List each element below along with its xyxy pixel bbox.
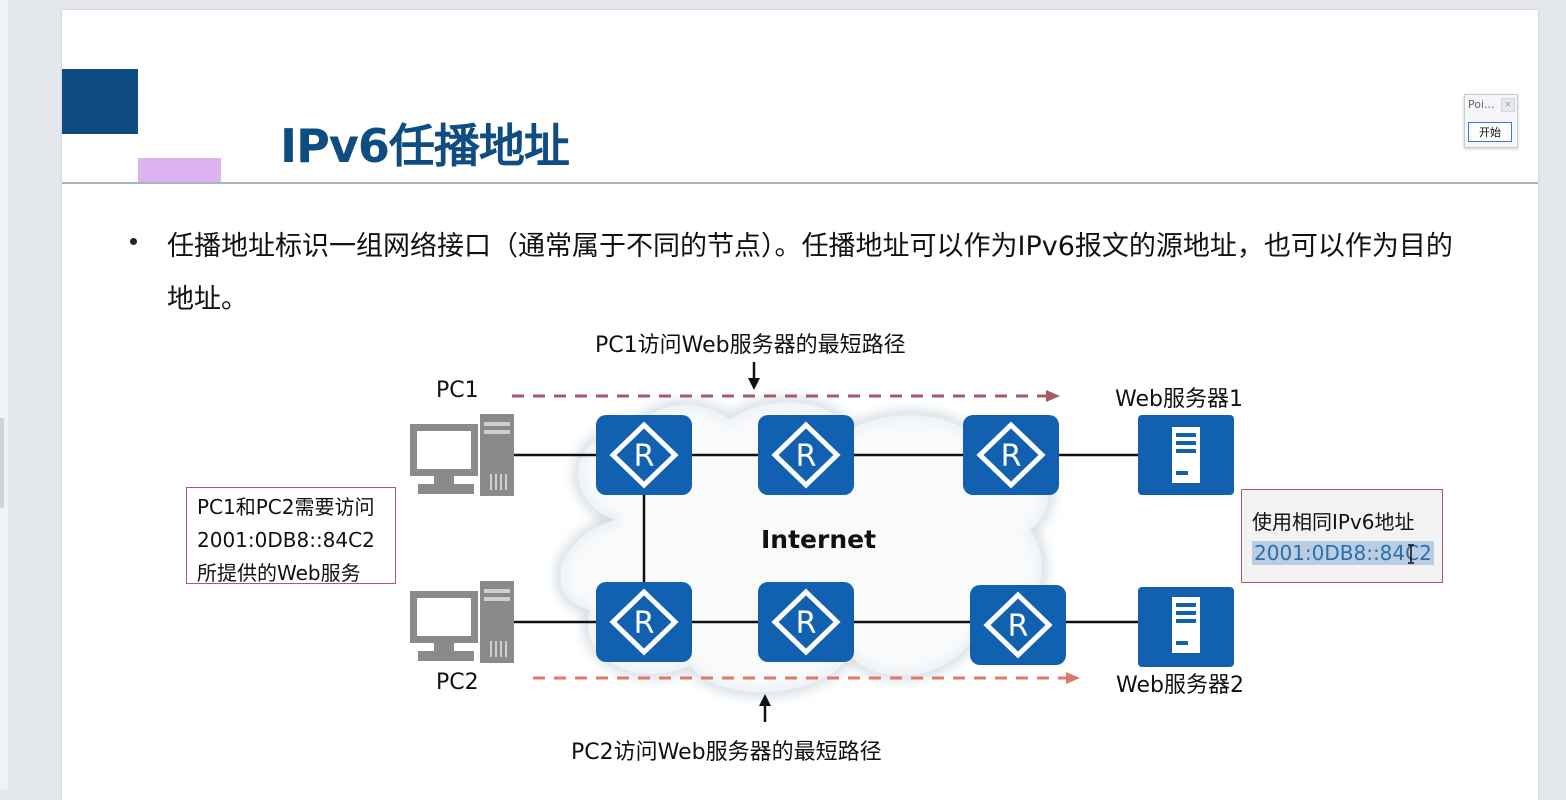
pointer-tool-widget[interactable]: Poi... × 开始 bbox=[1464, 94, 1518, 148]
router-icon: R bbox=[976, 421, 1046, 489]
svg-text:R: R bbox=[796, 606, 817, 641]
bottom-path-label: PC2访问Web服务器的最短路径 bbox=[571, 740, 882, 765]
right-note-selected-text[interactable]: 2001:0DB8::84C2 bbox=[1252, 541, 1434, 565]
slide-title: IPv6任播地址 bbox=[280, 119, 570, 173]
close-icon[interactable]: × bbox=[1501, 98, 1515, 112]
bullet-text: 任播地址标识一组网络接口（通常属于不同的节点）。任播地址可以作为IPv6报文的源… bbox=[167, 231, 1453, 315]
svg-text:R: R bbox=[634, 606, 655, 641]
server2-label: Web服务器2 bbox=[1116, 673, 1244, 698]
left-edge-bar bbox=[0, 0, 8, 789]
pointer-widget-title: Poi... bbox=[1468, 98, 1495, 111]
router-icon: R bbox=[609, 421, 679, 489]
router-bottom-1: R bbox=[596, 582, 692, 662]
left-note-box: PC1和PC2需要访问 2001:0DB8::84C2 所提供的Web服务 bbox=[186, 487, 396, 585]
text-cursor-icon bbox=[1408, 544, 1414, 564]
right-note-box[interactable]: 使用相同IPv6地址 2001:0DB8::84C2 bbox=[1241, 489, 1443, 583]
router-bottom-3: R bbox=[970, 585, 1066, 665]
pc1-computer-icon bbox=[410, 414, 514, 496]
router-icon: R bbox=[983, 591, 1053, 659]
left-edge-handle[interactable] bbox=[0, 418, 4, 508]
svg-text:R: R bbox=[796, 439, 817, 474]
title-decoration-square bbox=[62, 69, 138, 134]
start-button[interactable]: 开始 bbox=[1468, 122, 1512, 142]
pc1-label: PC1 bbox=[436, 378, 479, 403]
svg-text:R: R bbox=[1008, 609, 1029, 644]
svg-text:R: R bbox=[1001, 439, 1022, 474]
top-pointer-arrow bbox=[748, 362, 760, 390]
pc2-computer-icon bbox=[410, 581, 514, 663]
title-decoration-bar bbox=[138, 158, 221, 182]
router-bottom-2: R bbox=[758, 582, 854, 662]
internet-label: Internet bbox=[761, 525, 877, 554]
svg-text:R: R bbox=[634, 439, 655, 474]
router-top-2: R bbox=[758, 415, 854, 495]
bottom-path-arrow bbox=[533, 672, 1080, 684]
top-path-arrow bbox=[512, 390, 1060, 402]
router-icon: R bbox=[771, 421, 841, 489]
top-path-label: PC1访问Web服务器的最短路径 bbox=[595, 333, 906, 358]
router-top-1: R bbox=[596, 415, 692, 495]
router-top-3: R bbox=[963, 415, 1059, 495]
router-icon: R bbox=[609, 588, 679, 656]
web-server-2-icon bbox=[1138, 587, 1234, 667]
right-note-line-1: 使用相同IPv6地址 bbox=[1252, 510, 1415, 534]
title-divider bbox=[62, 182, 1538, 184]
pc2-label: PC2 bbox=[436, 670, 479, 695]
bottom-pointer-arrow bbox=[759, 694, 771, 722]
web-server-1-icon bbox=[1138, 415, 1234, 495]
bullet-dot bbox=[130, 238, 137, 245]
left-note-line-1: PC1和PC2需要访问 bbox=[197, 495, 375, 519]
left-note-line-3: 所提供的Web服务 bbox=[197, 561, 361, 585]
server1-label: Web服务器1 bbox=[1115, 387, 1243, 412]
router-icon: R bbox=[771, 588, 841, 656]
left-note-line-2: 2001:0DB8::84C2 bbox=[197, 528, 375, 552]
